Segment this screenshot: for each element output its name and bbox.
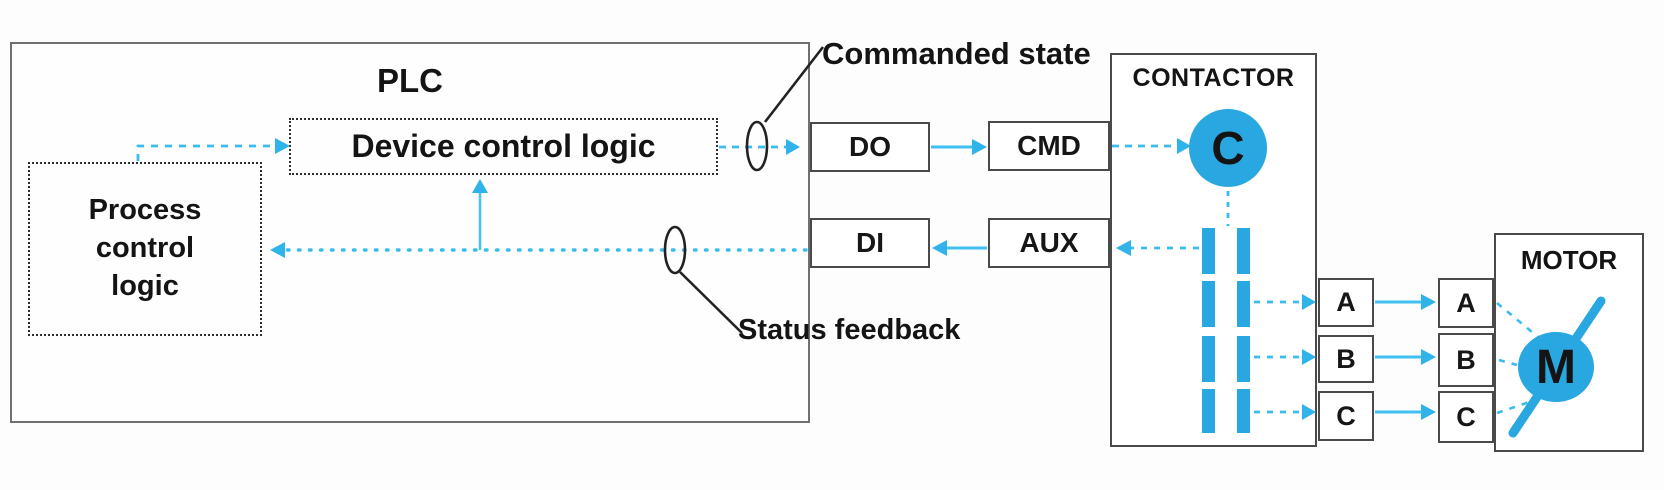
phase-a-to-motor-arrow [1375,294,1436,310]
cmd-label: CMD [1017,130,1081,161]
motor-phase-b-label: B [1456,344,1476,375]
device-control-logic-label: Device control logic [351,128,656,164]
status-feedback-label: Status feedback [738,314,961,346]
contactor-phase-c-label: C [1336,400,1356,431]
contactor-phase-a-label: A [1336,287,1356,317]
motor-phase-a-box: A [1438,278,1494,328]
contactor-phase-b-box: B [1318,335,1374,383]
aux-to-di-arrow [932,240,987,256]
motor-title: MOTOR [1520,245,1618,275]
motor-phase-c-box: C [1438,391,1494,443]
di-label: DI [856,227,884,258]
phase-c-to-motor-arrow [1375,404,1436,420]
aux-box: AUX [988,218,1110,268]
process-control-logic-label: Process control logic [88,194,202,302]
di-box: DI [810,218,930,268]
coil-symbol-label: C [1211,122,1245,174]
contactor-box [1110,53,1317,447]
aux-label: AUX [1019,227,1079,258]
contactor-phase-a-box: A [1318,278,1374,327]
do-to-cmd-arrow [931,139,987,155]
motor-phase-a-label: A [1456,287,1476,318]
contactor-title: CONTACTOR [1132,64,1295,92]
contactor-phase-c-box: C [1318,391,1374,441]
do-box: DO [810,122,930,172]
motor-phase-c-label: C [1456,401,1476,432]
motor-symbol-label: M [1536,340,1576,394]
commanded-state-label: Commanded state [822,36,1091,71]
do-label: DO [849,131,891,162]
motor-phase-b-box: B [1438,333,1494,387]
device-control-logic-box: Device control logic [289,118,718,175]
contactor-phase-b-label: B [1336,343,1356,374]
cmd-box: CMD [988,121,1110,171]
phase-b-to-motor-arrow [1375,349,1436,365]
plc-title: PLC [377,62,443,99]
process-control-logic-box: Process control logic [28,162,262,336]
